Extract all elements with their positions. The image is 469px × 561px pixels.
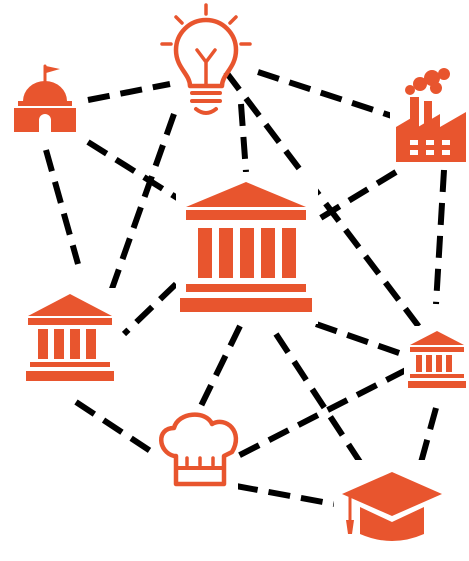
edge-innovation-left [105,112,177,302]
nodes [8,3,468,556]
edge-government-central [86,139,192,209]
edge-right-education [417,407,439,467]
edge-central-hospitality [197,324,243,410]
edge-central-right [315,321,403,357]
edge-right-hospitality [232,367,408,461]
capitol-dome-icon [8,60,82,142]
edge-innovation-industry [257,69,393,119]
bank-building-icon [24,288,118,388]
small-bank-building-icon [404,326,468,390]
edge-government-left [43,149,81,265]
edge-industry-central [302,169,398,231]
graduation-cap-icon [334,460,446,556]
edge-government-innovation [87,81,171,103]
edge-left-hospitality [74,399,160,459]
connection-lines [43,69,447,507]
edge-hospitality-education [235,483,335,507]
lightbulb-icon [160,3,252,115]
chef-hat-icon [154,412,239,492]
factory-icon [390,68,468,168]
edge-industry-right [433,169,447,305]
edge-central-left [121,281,179,337]
edge-innovation-right [223,70,429,338]
edge-innovation-central [238,103,249,173]
large-bank-building-icon [176,172,318,324]
edge-central-education [273,332,367,470]
